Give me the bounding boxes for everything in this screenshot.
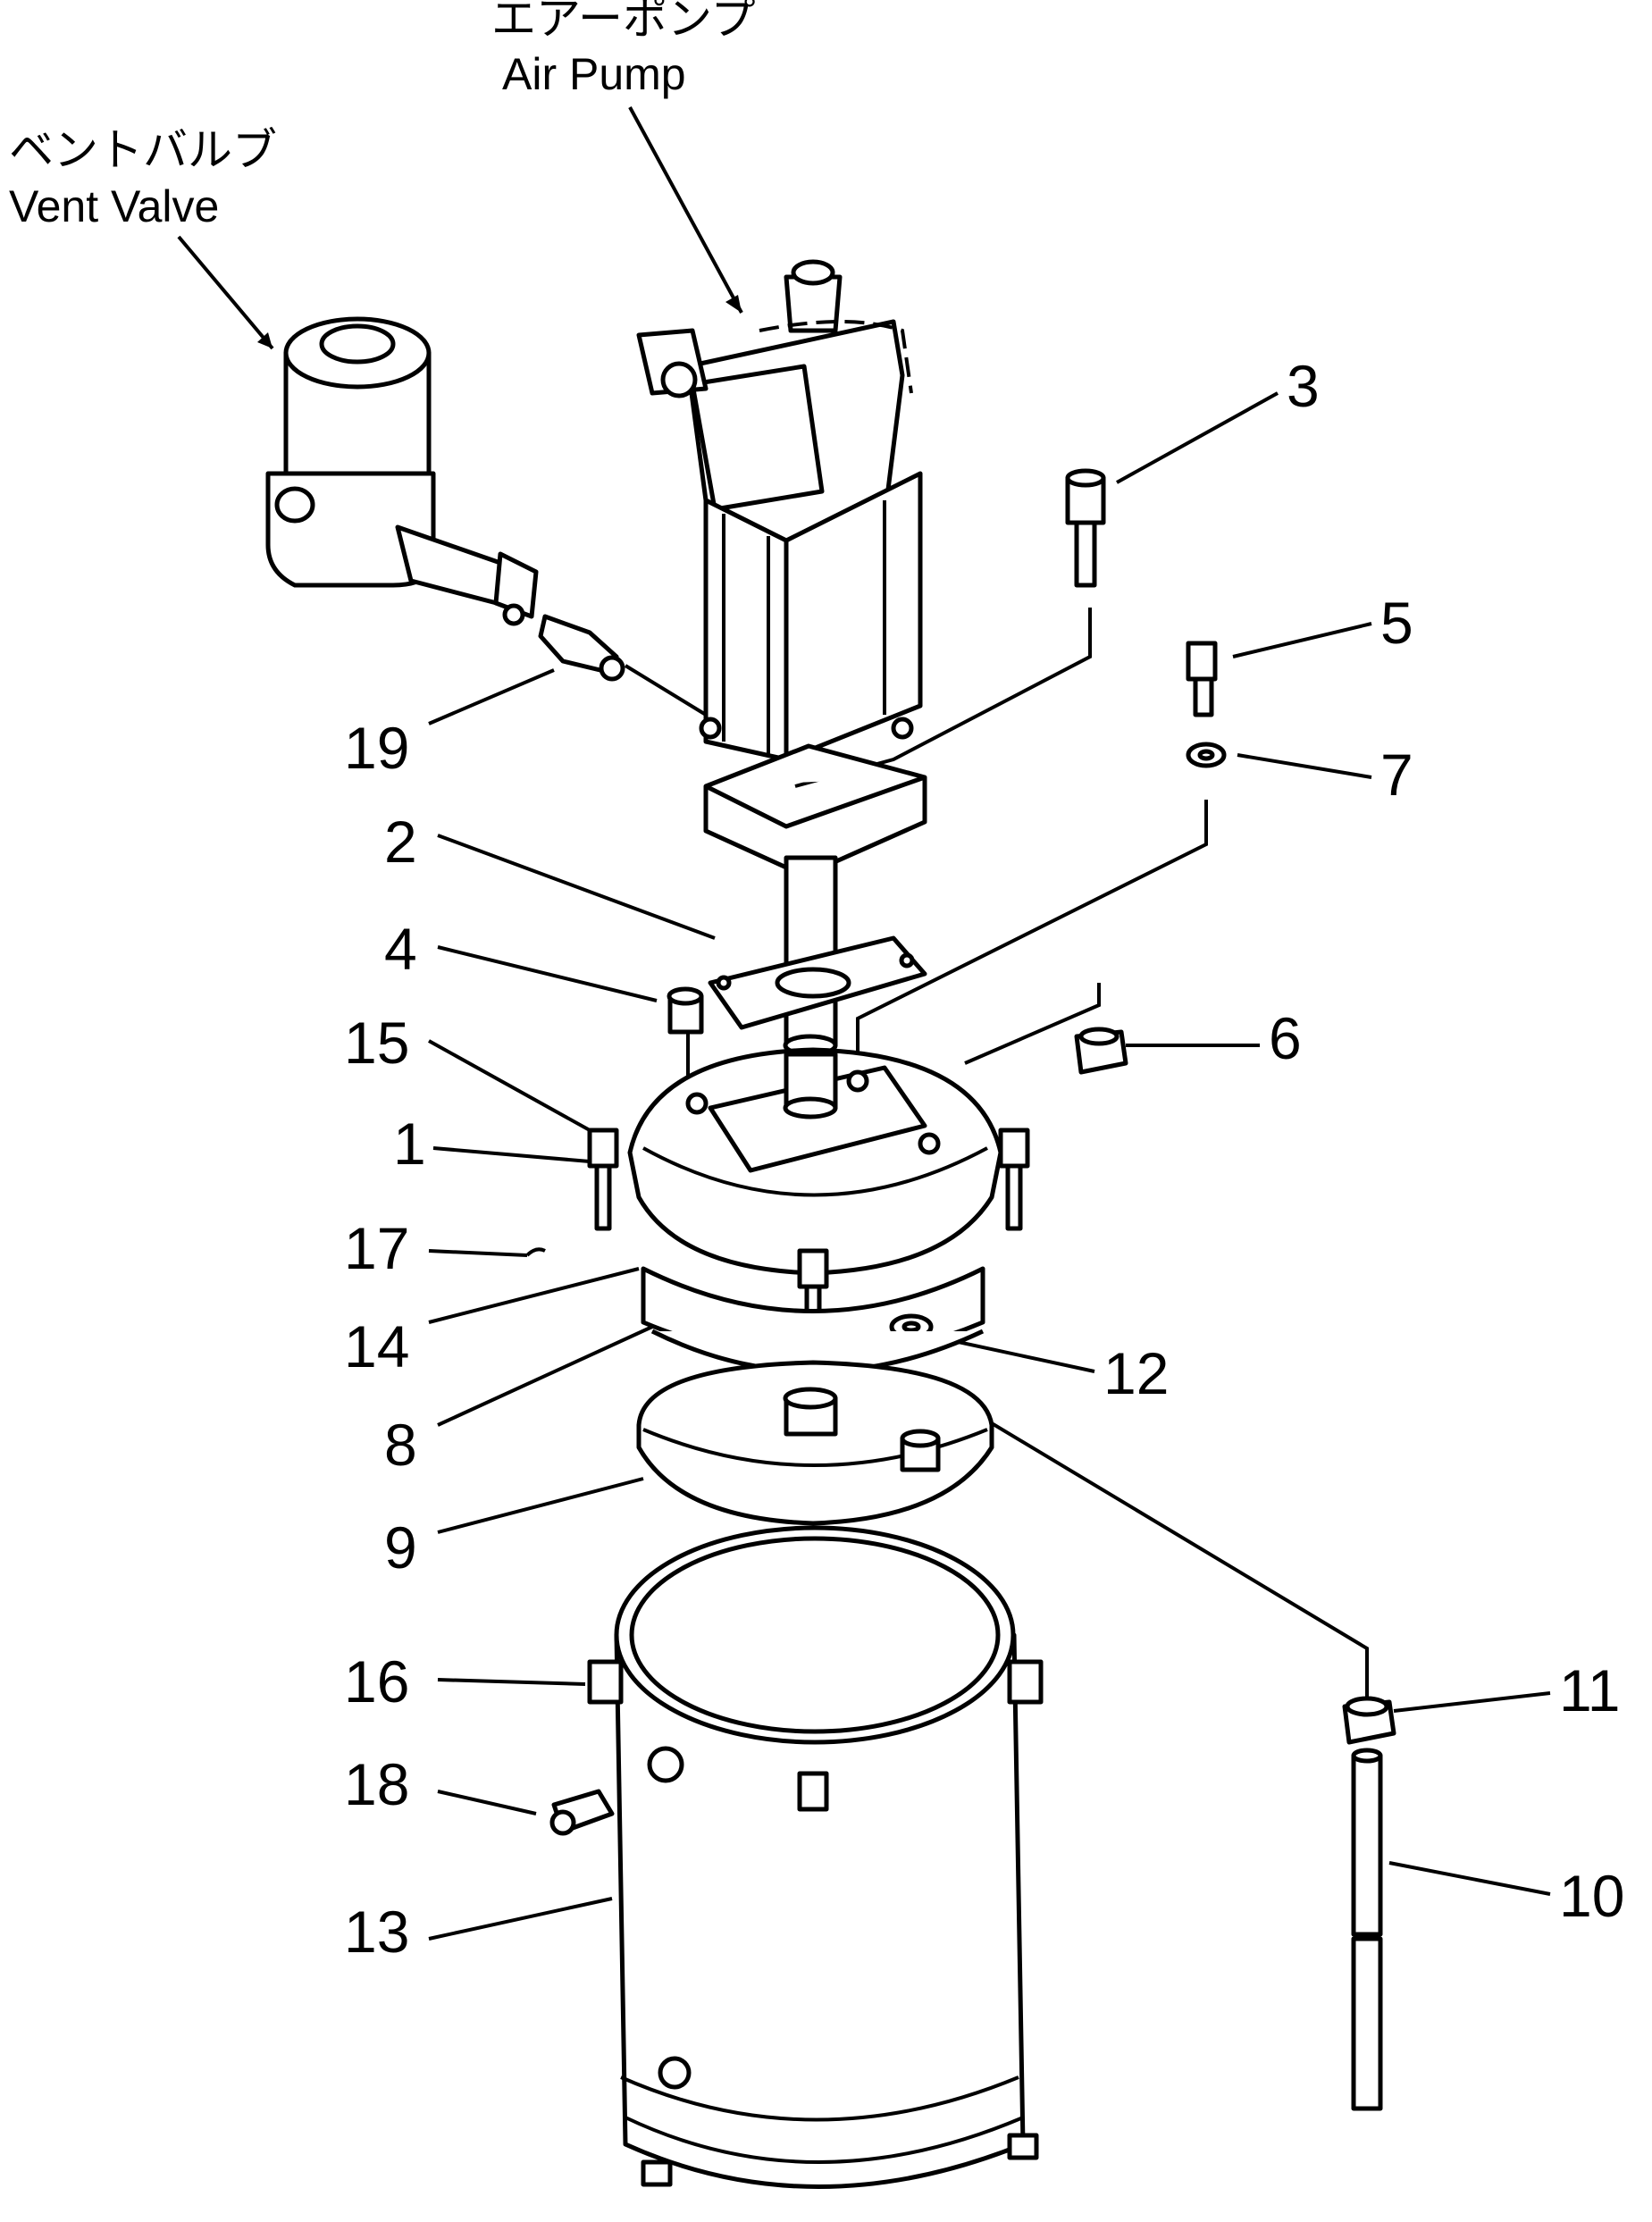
nut-6 [1074,1027,1128,1075]
part-number-14: 14 [344,1313,409,1379]
part-number-16: 16 [344,1648,409,1715]
part-number-17: 17 [344,1215,409,1281]
part-number-2: 2 [384,809,417,875]
vent-valve-label-jp: ベントバルブ [9,125,277,175]
part-number-9: 9 [384,1514,417,1581]
washer-7 [1186,742,1227,768]
part-number-15: 15 [344,1010,409,1076]
plug-4 [667,986,704,1035]
leader-lines [177,106,1551,1941]
air-pump-label-en: Air Pump [502,49,686,99]
fitting-5 [1186,641,1218,717]
plate-9 [636,1360,994,1526]
fitting-19 [538,614,625,682]
part-number-3: 3 [1287,353,1320,419]
part-number-1: 1 [393,1111,426,1177]
bolt-3 [1065,468,1106,588]
tube-10 [1351,1748,1383,2111]
part-number-8: 8 [384,1412,417,1478]
vent-valve [265,316,539,626]
part-number-12: 12 [1103,1340,1169,1406]
part-number-7: 7 [1380,742,1413,808]
part-number-10: 10 [1559,1863,1624,1929]
part-number-6: 6 [1269,1005,1302,1071]
part-number-19: 19 [344,715,409,781]
air-pump-label-jp: エアーポンプ [491,0,756,44]
vent-valve-label-en: Vent Valve [9,181,219,231]
part-number-11: 11 [1559,1657,1621,1723]
gasket-2 [708,935,927,1030]
nut-11 [1342,1696,1396,1745]
plug-18 [549,1789,615,1836]
part-number-4: 4 [384,916,417,982]
air-pump [636,259,927,1057]
cover-assembly [525,1047,1030,1352]
part-number-18: 18 [344,1751,409,1817]
container-13 [587,1525,1044,2189]
part-number-5: 5 [1380,590,1413,656]
part-number-13: 13 [344,1899,409,1965]
